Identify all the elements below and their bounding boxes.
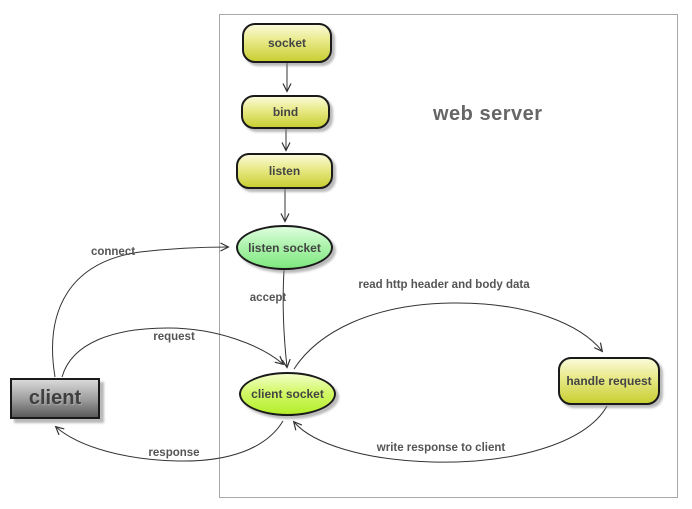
node-socket-label: socket <box>267 36 307 50</box>
node-listen: listen <box>236 153 333 189</box>
edge-connect <box>52 247 228 378</box>
node-bind: bind <box>241 95 330 129</box>
node-client-socket-label: client socket <box>251 387 324 401</box>
node-listen-label: listen <box>268 164 301 178</box>
node-handle-request: handle request <box>558 357 660 405</box>
edge-label-request: request <box>153 331 195 343</box>
diagram-title: web server <box>433 103 543 125</box>
edge-label-write-response: write response to client <box>376 442 506 454</box>
node-bind-label: bind <box>272 105 299 119</box>
node-listen-socket-label: listen socket <box>248 240 321 255</box>
node-handle-request-label: handle request <box>566 374 652 388</box>
edge-label-connect: connect <box>90 246 136 258</box>
node-socket: socket <box>242 23 332 63</box>
node-client-label: client <box>28 387 82 409</box>
edge-label-read-http: read http header and body data <box>358 279 530 291</box>
node-listen-socket: listen socket <box>236 225 333 270</box>
edge-label-accept: accept <box>249 292 287 304</box>
node-client-socket: client socket <box>239 372 336 416</box>
node-client: client <box>10 378 100 419</box>
edge-label-response: response <box>148 447 200 459</box>
